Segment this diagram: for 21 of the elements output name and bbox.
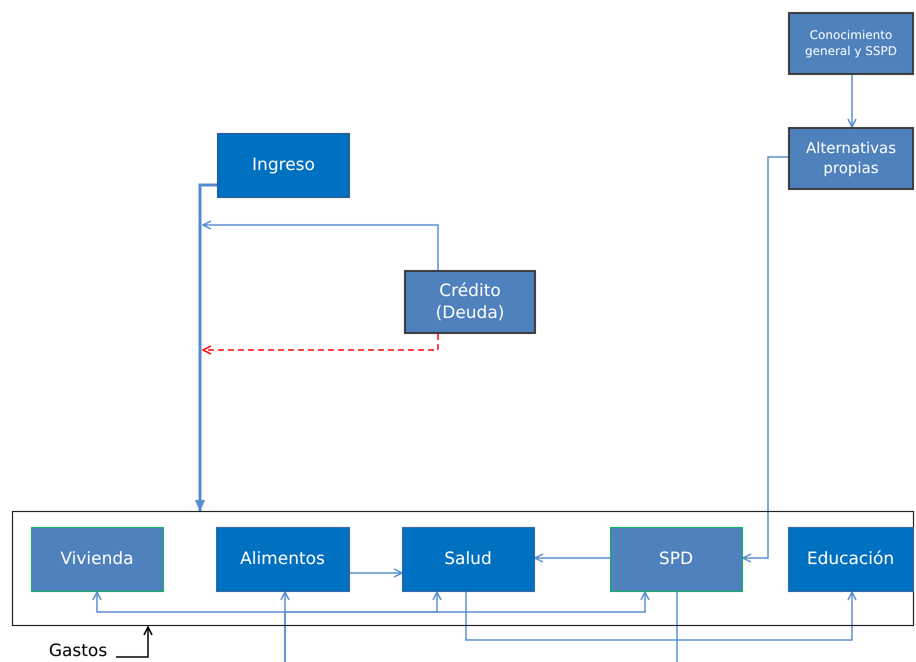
arrow (534, 553, 610, 563)
process-box: Educación (788, 526, 914, 592)
process-box: Conocimiento general y SSPD (788, 12, 914, 75)
arrow (202, 334, 439, 355)
process-box: Ingreso (217, 133, 350, 198)
process-box: SPD (610, 526, 742, 592)
arrow (465, 591, 857, 641)
process-box: Salud (402, 526, 534, 592)
arrow (202, 220, 439, 270)
arrow (742, 156, 788, 563)
process-box: Vivienda (30, 526, 164, 592)
arrow (195, 184, 217, 512)
arrow (350, 568, 403, 578)
process-box: Crédito (Deuda) (404, 270, 536, 334)
arrow (284, 591, 650, 662)
arrow (847, 75, 857, 128)
label-text: Gastos (48, 640, 108, 662)
group-box (12, 511, 914, 626)
process-box: Alimentos (216, 526, 350, 592)
process-box: Alternativas propias (788, 127, 914, 190)
leader-arrow (116, 626, 153, 658)
